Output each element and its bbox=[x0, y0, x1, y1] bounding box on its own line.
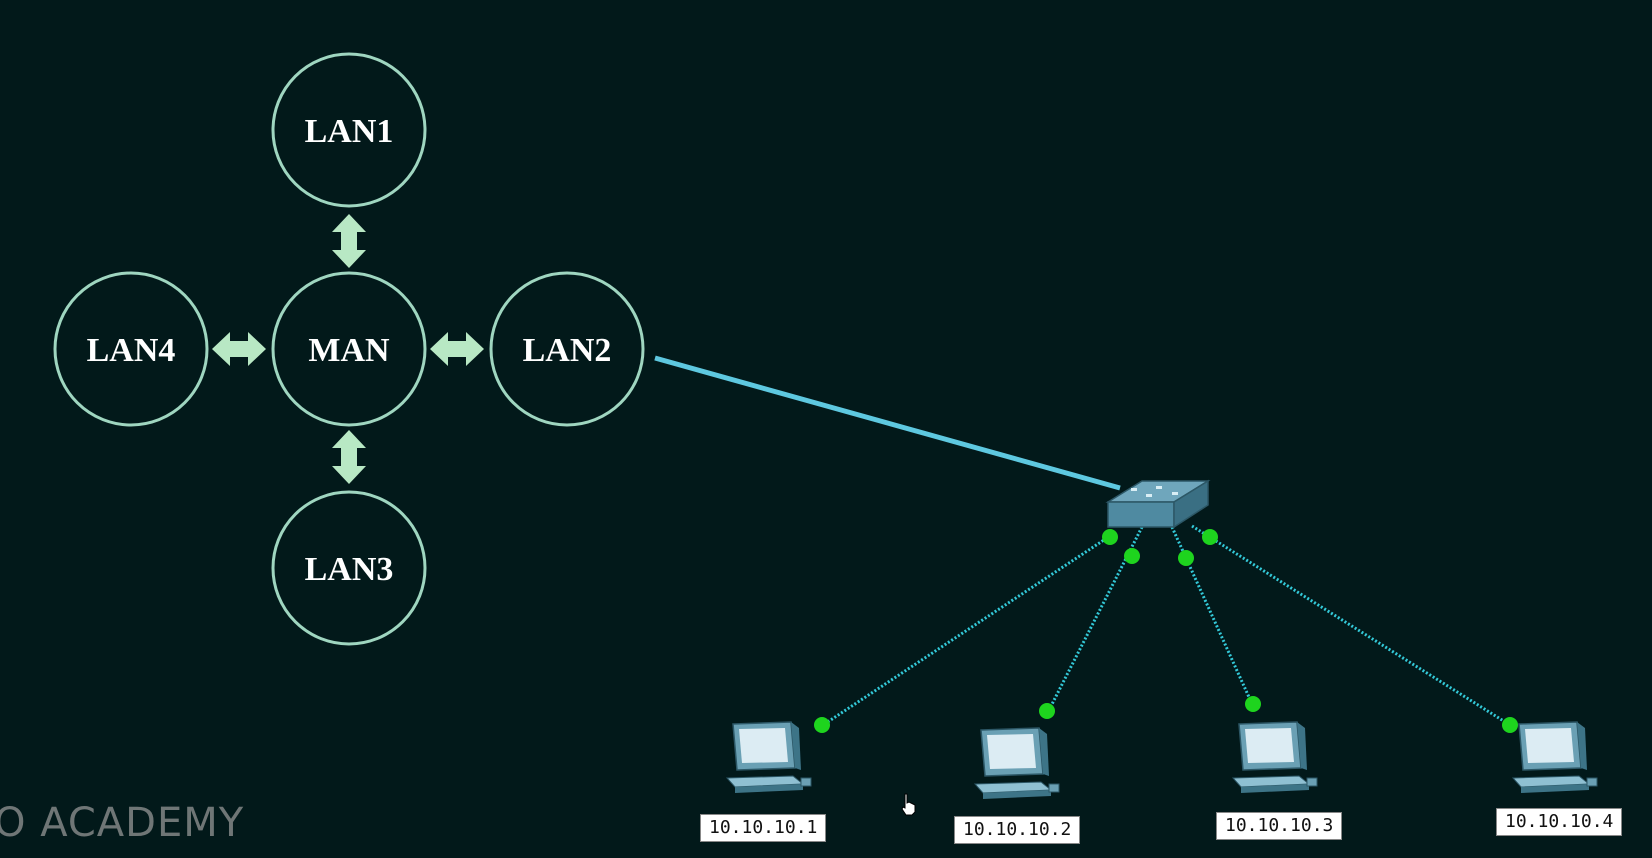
lan3-circle bbox=[271, 490, 427, 646]
cable-pc4 bbox=[1191, 524, 1511, 727]
desktop-computer-icon[interactable] bbox=[1232, 721, 1318, 794]
cable-pc2 bbox=[1045, 526, 1144, 715]
switch-port-led bbox=[1202, 529, 1218, 545]
arrow-man-lan1 bbox=[332, 214, 366, 268]
pc4-ip-label: 10.10.10.4 bbox=[1496, 808, 1623, 836]
network-switch-icon[interactable] bbox=[1105, 479, 1211, 529]
lan2-circle bbox=[489, 271, 645, 427]
pc-port-led bbox=[1245, 696, 1261, 712]
desktop-computer-icon[interactable] bbox=[726, 721, 812, 794]
arrow-man-lan2 bbox=[430, 332, 484, 366]
arrow-group bbox=[212, 214, 484, 484]
pc-port-led bbox=[1039, 703, 1055, 719]
desktop-computer-icon[interactable] bbox=[1512, 721, 1598, 794]
academy-watermark: O ACADEMY bbox=[0, 800, 245, 846]
pc1-ip-label: 10.10.10.1 bbox=[700, 814, 827, 842]
cable-group bbox=[819, 524, 1511, 729]
lan1-circle bbox=[271, 52, 427, 208]
man-label: MAN bbox=[308, 332, 390, 369]
pc-port-led bbox=[814, 717, 830, 733]
uplink-cable bbox=[654, 355, 1121, 491]
hand-cursor-icon bbox=[901, 793, 916, 816]
port-led-group bbox=[814, 529, 1518, 733]
cable-pc1 bbox=[819, 534, 1111, 729]
lan4-label: LAN4 bbox=[87, 332, 176, 369]
lan1-label: LAN1 bbox=[305, 113, 394, 150]
pc3-ip-label: 10.10.10.3 bbox=[1216, 812, 1343, 840]
arrow-man-lan3 bbox=[332, 430, 366, 484]
switch-port-led bbox=[1178, 550, 1194, 566]
man-circle bbox=[271, 271, 427, 427]
pc-port-led bbox=[1502, 717, 1518, 733]
arrow-man-lan4 bbox=[212, 332, 266, 366]
man-lan-group bbox=[53, 52, 645, 646]
switch-port-led bbox=[1102, 529, 1118, 545]
lan2-label: LAN2 bbox=[523, 332, 612, 369]
lan3-label: LAN3 bbox=[305, 551, 394, 588]
desktop-computer-icon[interactable] bbox=[974, 727, 1060, 800]
switch-port-led bbox=[1124, 548, 1140, 564]
lan4-circle bbox=[53, 271, 209, 427]
pc2-ip-label: 10.10.10.2 bbox=[954, 816, 1081, 844]
